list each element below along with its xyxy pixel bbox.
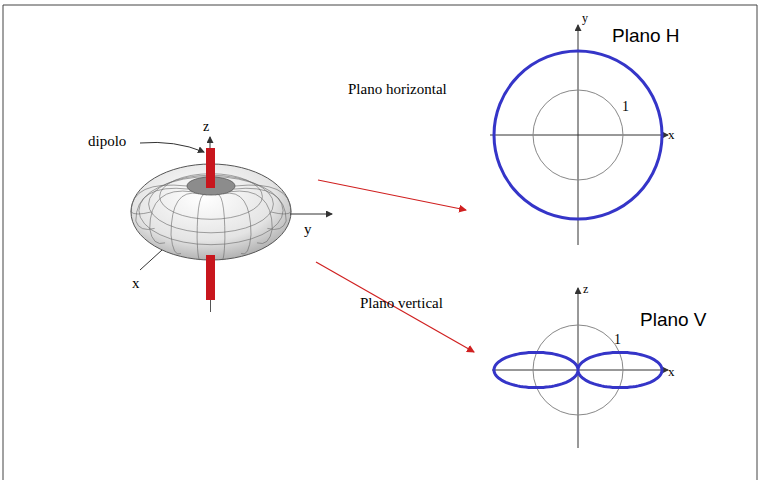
horizontal-pattern	[490, 25, 668, 245]
axis-label: z	[203, 120, 209, 134]
plane-title: Plano H	[612, 26, 680, 45]
axis-label: x	[668, 365, 675, 378]
antenna-label: dipolo	[88, 134, 126, 149]
axis-label: x	[132, 276, 140, 291]
axis-label: x	[668, 128, 675, 141]
axis-label: y	[582, 12, 588, 24]
arrow-label: Plano vertical	[360, 296, 443, 311]
axis-label: z	[583, 283, 588, 295]
scale-label: 1	[622, 100, 629, 114]
plane-title: Plano V	[640, 310, 707, 329]
axis-label: y	[304, 222, 312, 237]
scale-label: 1	[614, 333, 621, 347]
arrow-label: Plano horizontal	[348, 82, 447, 97]
